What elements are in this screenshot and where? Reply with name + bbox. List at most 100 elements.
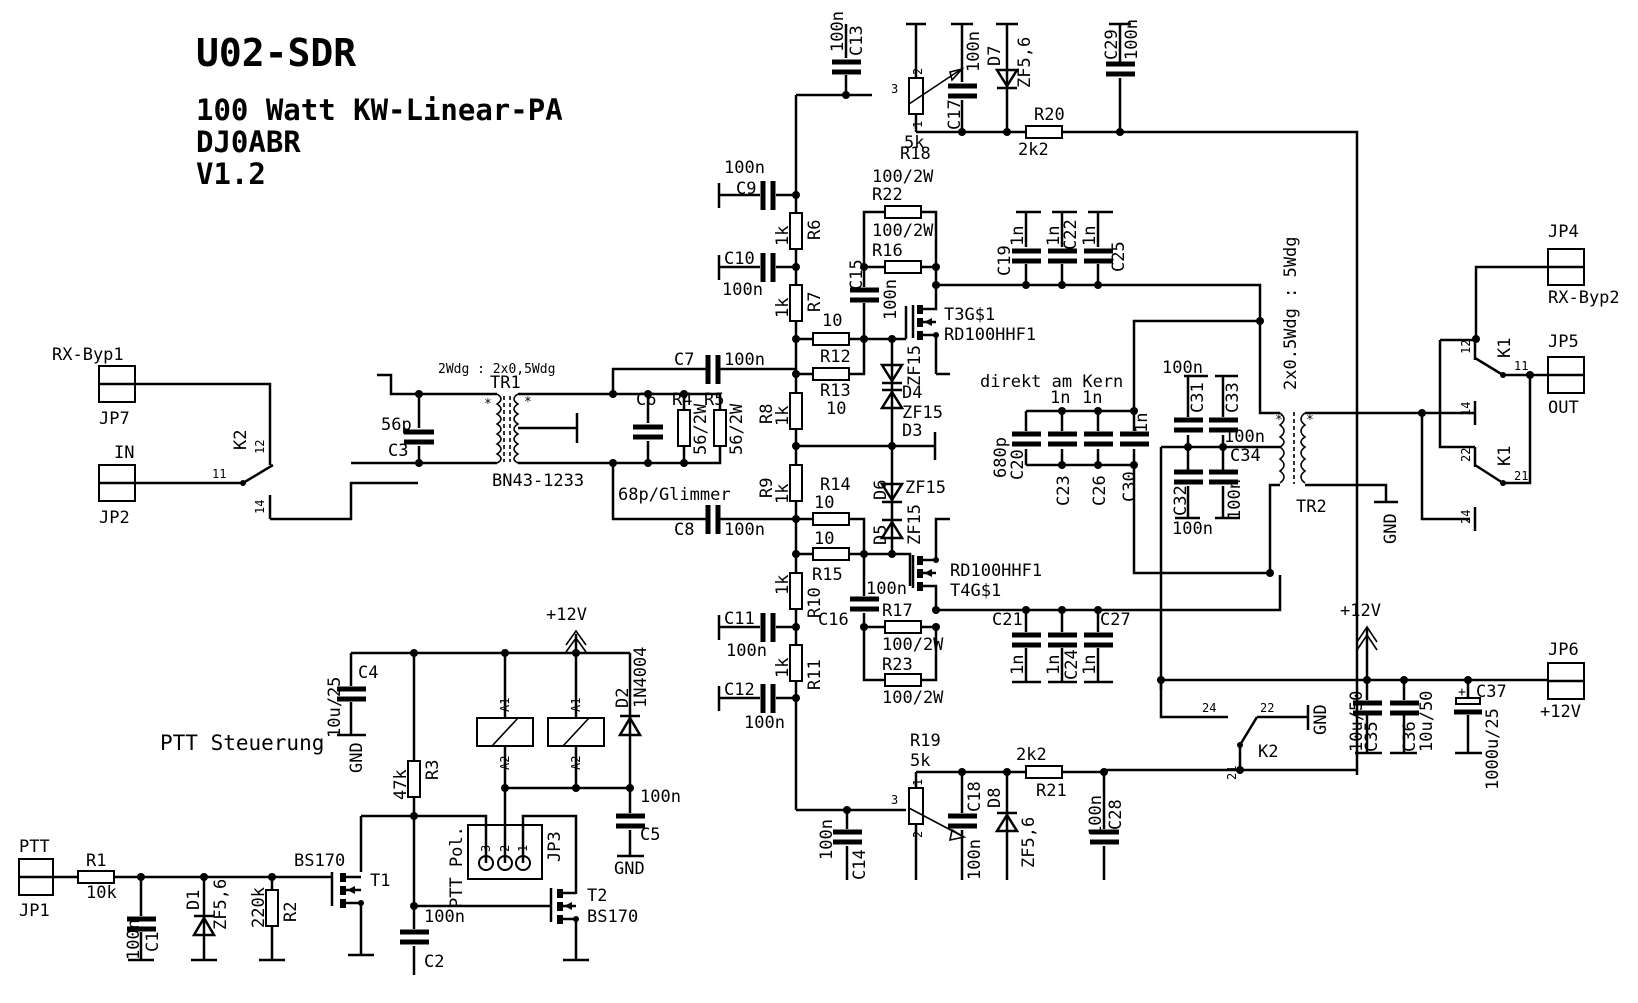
t3-value: RD100HHF1 — [944, 325, 1036, 345]
r20-value: 2k2 — [1018, 140, 1049, 160]
c14-value: 100n — [817, 819, 837, 860]
tr2-gnd-label: GND — [1381, 513, 1401, 544]
vcc-arrow-main — [1356, 625, 1378, 651]
c14-ref: C14 — [850, 849, 870, 880]
svg-text:14: 14 — [1459, 402, 1473, 416]
jp6-ref: JP6 — [1548, 640, 1579, 660]
r1-resistor — [77, 870, 115, 884]
jp5-ref: JP5 — [1548, 332, 1579, 352]
r14-resistor — [812, 512, 850, 526]
t1-ref: T1 — [370, 871, 390, 891]
r19-potentiometer[interactable] — [908, 787, 924, 825]
svg-text:A1: A1 — [498, 698, 512, 712]
jp1-ref: JP1 — [19, 901, 50, 921]
svg-text:*: * — [1275, 413, 1283, 428]
svg-text:*: * — [484, 397, 492, 412]
c37-ref: C37 — [1476, 682, 1507, 702]
r15-value: 10 — [814, 529, 834, 549]
r17-ref: R17 — [882, 601, 913, 621]
svg-text:1n: 1n — [1044, 655, 1064, 675]
svg-text:24: 24 — [1202, 701, 1216, 715]
t4-value: RD100HHF1 — [950, 561, 1042, 581]
svg-text:1k: 1k — [773, 406, 793, 426]
svg-text:100/2W: 100/2W — [872, 167, 934, 187]
t2-value: BS170 — [587, 907, 638, 927]
c20-ref: C20 — [1008, 449, 1028, 480]
c7-ref: C7 — [674, 350, 694, 370]
svg-text:100n: 100n — [724, 158, 765, 178]
svg-text:100n: 100n — [1225, 479, 1245, 520]
svg-text:2: 2 — [911, 68, 925, 75]
svg-text:ZF15: ZF15 — [905, 504, 925, 545]
r19-value: 5k — [910, 751, 930, 771]
c10-ref: C10 — [724, 249, 755, 269]
tr1-value: BN43-1233 — [492, 471, 584, 491]
d5-ref: D5 — [871, 525, 891, 545]
c34-ref: C34 — [1230, 446, 1261, 466]
d2-diode — [617, 715, 643, 737]
c29-value: 100n — [1122, 19, 1142, 60]
svg-text:1n: 1n — [1008, 655, 1028, 675]
d3-zener — [879, 389, 905, 410]
d1-ref: D1 — [184, 890, 204, 910]
t2-ref: T2 — [587, 886, 607, 906]
svg-text:100n: 100n — [1224, 427, 1265, 447]
c23-ref: C23 — [1054, 475, 1074, 506]
svg-text:+: + — [1458, 685, 1466, 700]
c30-ref: C30 — [1120, 471, 1140, 502]
r21-value: 2k2 — [1016, 745, 1047, 765]
c11-ref: C11 — [724, 609, 755, 629]
r4-ref: R4 — [672, 390, 692, 410]
r22-ref: R22 — [872, 185, 903, 205]
svg-text:ZF15: ZF15 — [905, 345, 925, 386]
svg-text:22: 22 — [1260, 701, 1274, 715]
svg-text:100n: 100n — [744, 713, 785, 733]
r18-ref: R18 — [900, 144, 931, 164]
r10-ref: R10 — [805, 587, 825, 618]
c30-value: 1n — [1132, 413, 1152, 433]
c4-value: 10u/25 — [325, 677, 345, 738]
r5-value: 56/2W — [727, 403, 747, 455]
c26-ref: C26 — [1090, 475, 1110, 506]
svg-text:1k: 1k — [773, 575, 793, 595]
k1-contact-1 — [1474, 356, 1504, 377]
c35-value: 10u/50 — [1347, 691, 1367, 752]
jp4-label: RX-Byp2 — [1548, 288, 1620, 308]
jp2-ref: JP2 — [99, 508, 130, 528]
svg-text:ZF15: ZF15 — [905, 478, 946, 498]
jp4-ref: JP4 — [1548, 222, 1579, 242]
svg-text:3: 3 — [891, 82, 898, 96]
tr2-secondary-winding — [1300, 412, 1307, 484]
c28-value: 100n — [1086, 795, 1106, 836]
input-section: RX-Byp1 JP7 IN JP2 11 12 K2 14 — [52, 345, 418, 528]
c5-gnd-label: GND — [614, 859, 645, 879]
c20-value: 680p — [991, 437, 1011, 478]
svg-text:A1: A1 — [569, 698, 583, 712]
r1-ref: R1 — [86, 851, 106, 871]
d2-value: 1N4004 — [631, 647, 651, 708]
c16-value: 100n — [866, 579, 907, 599]
c4-ref: C4 — [358, 663, 378, 683]
c3-ref: C3 — [388, 441, 408, 461]
r22-resistor — [884, 205, 922, 219]
t1-value: BS170 — [294, 851, 345, 871]
ptt-control-section: PTT Steuerung +12V C4 10u/25 GND 47k R3 … — [18, 605, 681, 975]
c32-ref: C32 — [1171, 485, 1191, 516]
svg-text:A2: A2 — [569, 756, 583, 770]
c9-ref: C9 — [736, 179, 756, 199]
c8-ref: C8 — [674, 520, 694, 540]
svg-text:12: 12 — [1459, 340, 1473, 354]
r16-resistor — [884, 260, 922, 274]
r14-value: 10 — [814, 493, 834, 513]
r20-ref: R20 — [1034, 105, 1065, 125]
tr1-section: 56p C3 2Wdg : 2x0,5Wdg TR1 * * BN43-1233… — [351, 350, 796, 540]
r19-ref: R19 — [910, 731, 941, 751]
svg-text:22: 22 — [1459, 448, 1473, 462]
tr1-ref: TR1 — [490, 373, 521, 393]
tr2-decoupling: 100n C31 C33 100n C34 100n C32 100n — [1159, 358, 1280, 690]
svg-text:*: * — [524, 395, 532, 410]
r4-value: 56/2W — [691, 403, 711, 455]
core-note: direkt am Kern — [980, 372, 1123, 392]
d6-zener — [879, 482, 905, 503]
k1-ref-top: K1 — [1495, 338, 1515, 358]
